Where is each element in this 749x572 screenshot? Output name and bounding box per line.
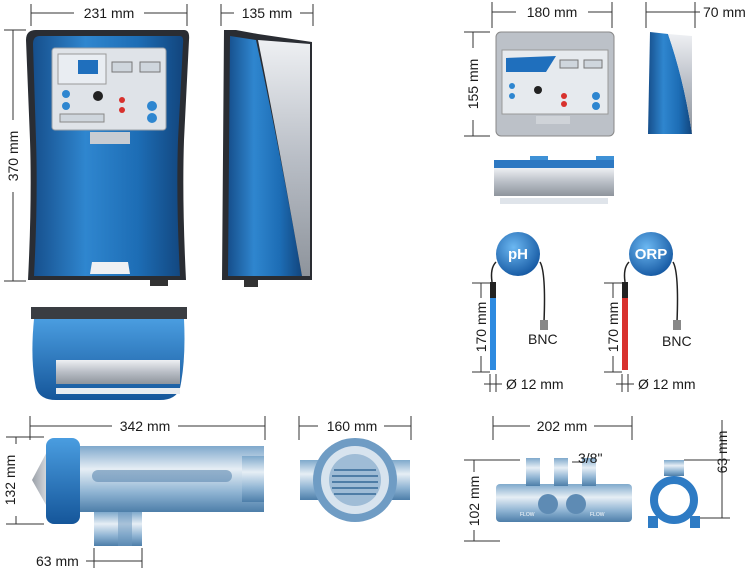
small-controller-front [495,31,615,137]
dim-manifold-height: 102 mm [464,459,520,542]
dim-orp-diameter: Ø 12 mm [616,374,696,392]
dim-ph-length: 170 mm [472,282,490,373]
dim-main-width: 231 mm [30,4,188,26]
dim-cell-height: 132 mm [2,436,44,525]
dim-cell-port: 63 mm [36,548,143,569]
small-height-label: 155 mm [465,59,481,110]
flow-label-1: FLOW [520,512,535,518]
orp-probe-badge [629,232,673,276]
clamp-height-label: 63 mm [714,431,730,474]
cell-height-label: 132 mm [2,455,18,506]
dim-small-width: 180 mm [491,2,613,28]
main-controller-side [222,30,312,287]
electrolysis-cell-side [32,438,264,546]
small-controller-top [494,156,614,204]
dim-orp-length: 170 mm [604,282,622,373]
cell-length-label: 342 mm [120,418,171,434]
pipe-clamp [648,460,700,528]
main-controller-top [31,307,187,400]
orp-connector-label: BNC [662,333,692,349]
main-controller-front [26,30,190,286]
ph-probe-label: pH [508,246,528,263]
ph-length-label: 170 mm [473,302,489,353]
small-depth-label: 70 mm [703,4,746,20]
manifold-thread-label: 3/8" [578,450,602,466]
ph-probe-badge [496,232,540,276]
ph-diameter-label: Ø 12 mm [506,376,564,392]
dim-small-depth: 70 mm [645,2,746,28]
probe-manifold: FLOW FLOW [496,458,632,522]
orp-diameter-label: Ø 12 mm [638,376,696,392]
ph-connector-label: BNC [528,331,558,347]
orp-probe-label: ORP [635,246,668,263]
dim-manifold-thread: 3/8" [572,450,602,466]
orp-probe: ORP BNC [622,232,692,370]
dim-cell-length: 342 mm [29,416,266,440]
dim-manifold-length: 202 mm [492,416,633,440]
main-width-label: 231 mm [84,5,135,21]
cell-end-width-label: 160 mm [327,418,378,434]
flow-label-2: FLOW [590,512,605,518]
main-depth-label: 135 mm [242,5,293,21]
small-width-label: 180 mm [527,4,578,20]
small-controller-side [648,32,692,134]
manifold-length-label: 202 mm [537,418,588,434]
dim-small-height: 155 mm [464,31,490,137]
manifold-height-label: 102 mm [466,476,482,527]
dim-clamp-height: 63 mm [684,420,730,519]
dim-main-depth: 135 mm [220,4,314,26]
electrolysis-cell-end [300,438,410,522]
dim-ph-diameter: Ø 12 mm [484,374,564,392]
dim-cell-end-width: 160 mm [298,416,412,440]
ph-probe: pH BNC [490,232,558,370]
main-height-label: 370 mm [5,131,21,182]
dim-main-height: 370 mm [4,29,26,282]
cell-port-label: 63 mm [36,553,79,569]
orp-length-label: 170 mm [605,302,621,353]
